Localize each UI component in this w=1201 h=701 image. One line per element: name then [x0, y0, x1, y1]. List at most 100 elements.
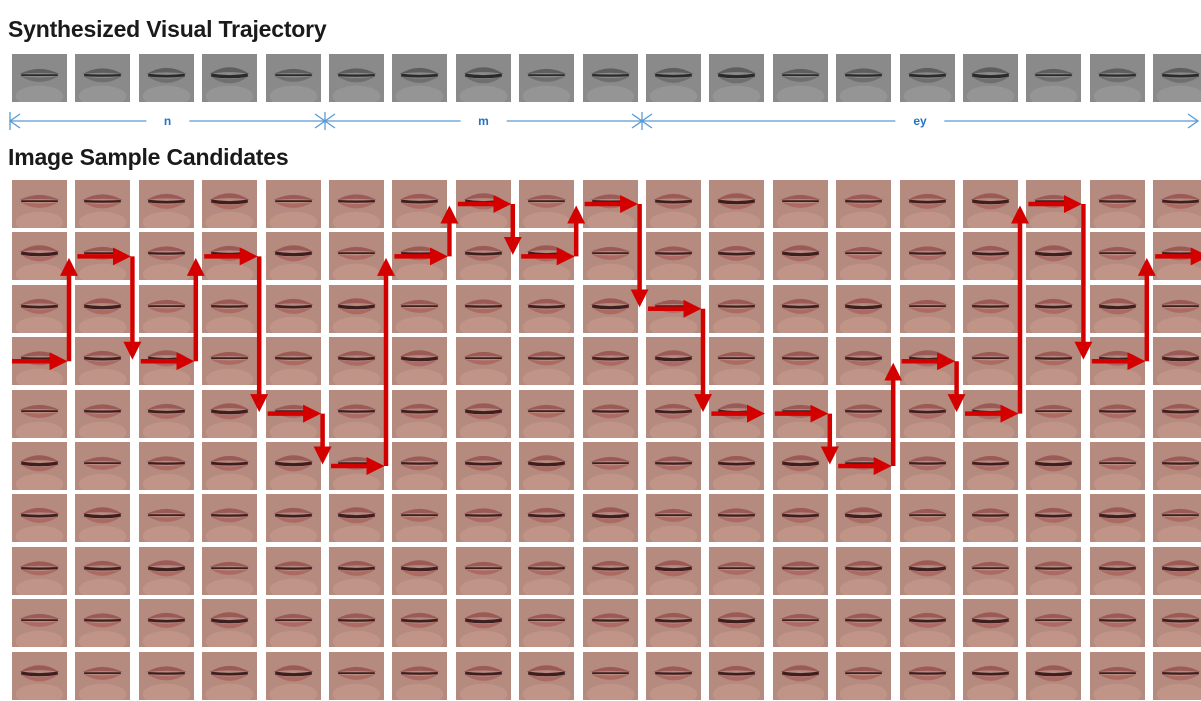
synthesized-frame — [138, 54, 194, 102]
candidate-frame — [836, 337, 892, 386]
candidate-frame — [12, 389, 67, 438]
candidate-frame — [138, 494, 194, 543]
candidate-frame — [202, 442, 258, 490]
candidate-frame — [329, 442, 384, 490]
candidate-frame — [455, 494, 511, 543]
candidate-frame — [1089, 546, 1145, 595]
candidate-frame — [455, 337, 511, 386]
candidate-frame — [1153, 651, 1201, 700]
candidate-frame — [836, 442, 892, 490]
candidate-frame — [519, 494, 575, 543]
candidate-frame — [75, 284, 131, 333]
candidate-frame — [836, 180, 892, 228]
candidate-frame — [265, 494, 321, 543]
candidate-frame — [12, 599, 67, 648]
candidate-frame — [1153, 546, 1201, 595]
candidate-frame — [75, 599, 131, 648]
candidate-frame — [899, 494, 955, 543]
synthesized-frame — [12, 54, 67, 102]
candidate-frame — [1089, 494, 1145, 543]
candidate-frame — [138, 337, 194, 386]
candidate-frame — [582, 442, 638, 490]
candidate-frame — [772, 284, 828, 333]
candidate-frame — [582, 337, 638, 386]
candidate-frame — [646, 337, 701, 386]
candidate-frame — [392, 337, 448, 386]
synthesized-frame — [75, 54, 131, 102]
candidate-frame — [519, 599, 575, 648]
candidate-frame — [392, 546, 448, 595]
candidate-frame — [963, 337, 1018, 386]
candidate-frame — [646, 284, 701, 333]
candidate-frame — [709, 232, 765, 281]
candidate-frame — [582, 284, 638, 333]
synthesized-frame — [1026, 54, 1082, 102]
candidate-frame — [138, 442, 194, 490]
candidate-frame — [138, 180, 194, 228]
candidate-frame — [1089, 180, 1145, 228]
candidate-frame — [709, 389, 765, 438]
candidate-frame — [963, 546, 1018, 595]
candidate-frame — [519, 442, 575, 490]
synthesized-frame — [646, 54, 701, 102]
synthesized-frame — [455, 54, 511, 102]
candidate-frame — [1153, 180, 1201, 228]
candidate-frame — [1026, 284, 1082, 333]
candidate-frame — [202, 546, 258, 595]
synthesized-frame — [836, 54, 892, 102]
candidate-frame — [12, 337, 67, 386]
candidate-frame — [899, 232, 955, 281]
candidate-frame — [582, 389, 638, 438]
candidate-frame — [899, 599, 955, 648]
candidate-frame — [899, 442, 955, 490]
candidate-frame — [646, 232, 701, 281]
candidate-frame — [202, 389, 258, 438]
candidate-frame — [1089, 232, 1145, 281]
candidate-frame — [75, 389, 131, 438]
candidate-frame — [836, 651, 892, 700]
candidate-frame — [202, 599, 258, 648]
candidate-frame — [836, 389, 892, 438]
candidate-frame — [1026, 389, 1082, 438]
candidate-frame — [963, 232, 1018, 281]
candidate-frame — [455, 599, 511, 648]
candidate-frame — [899, 546, 955, 595]
candidate-frame — [392, 494, 448, 543]
candidate-frame — [709, 494, 765, 543]
candidate-frame — [836, 232, 892, 281]
candidate-frame — [202, 337, 258, 386]
candidate-frame — [1026, 232, 1082, 281]
candidate-frame — [772, 651, 828, 700]
candidate-frame — [329, 389, 384, 438]
synthesized-frame — [329, 54, 384, 102]
candidate-frame — [582, 232, 638, 281]
candidate-frame — [265, 180, 321, 228]
candidate-frame — [265, 546, 321, 595]
candidate-frame — [265, 442, 321, 490]
candidate-frame — [709, 180, 765, 228]
candidate-frame — [265, 651, 321, 700]
candidate-frame — [899, 389, 955, 438]
candidate-frame — [709, 546, 765, 595]
candidate-frame — [392, 651, 448, 700]
candidate-frame — [455, 232, 511, 281]
candidate-frame — [899, 651, 955, 700]
candidate-frame — [75, 337, 131, 386]
candidate-frame — [1153, 494, 1201, 543]
candidate-frame — [329, 337, 384, 386]
candidate-frame — [836, 284, 892, 333]
candidate-frame — [519, 651, 575, 700]
candidate-frame — [12, 651, 67, 700]
candidate-frame — [12, 546, 67, 595]
candidate-frame — [646, 442, 701, 490]
candidate-frame — [963, 180, 1018, 228]
candidate-frame — [836, 546, 892, 595]
segment-label: ey — [895, 114, 945, 128]
candidate-frame — [1089, 599, 1145, 648]
candidate-frame — [582, 651, 638, 700]
candidate-frame — [519, 284, 575, 333]
candidate-frame — [1153, 389, 1201, 438]
candidate-frame — [963, 442, 1018, 490]
candidate-frame — [392, 389, 448, 438]
candidate-frame — [1153, 599, 1201, 648]
